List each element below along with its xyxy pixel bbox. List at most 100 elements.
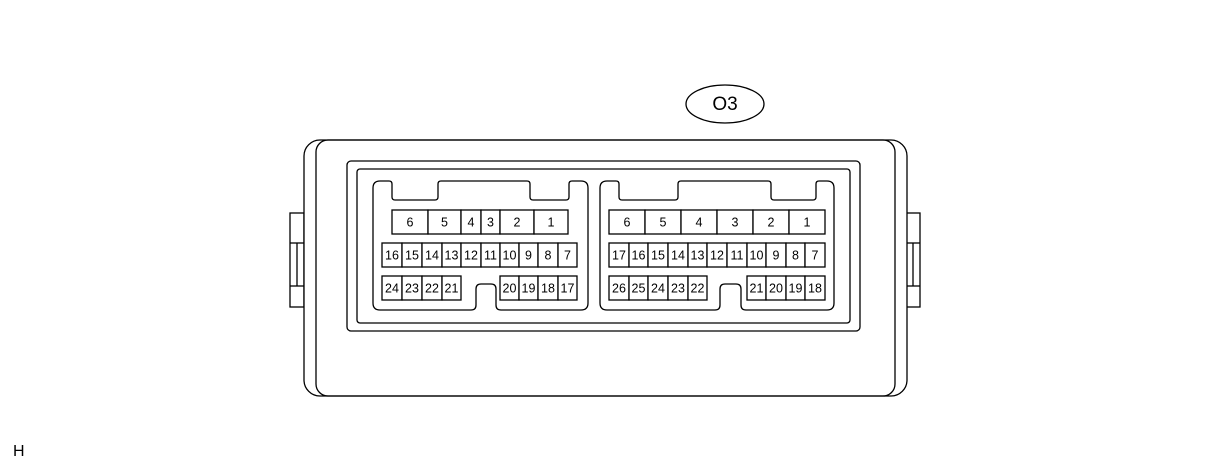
pin-label: 14 bbox=[671, 249, 685, 263]
pin-label: 21 bbox=[445, 282, 459, 296]
left-side-latch bbox=[289, 212, 305, 308]
pin-label: 11 bbox=[484, 249, 497, 263]
pin-label: 13 bbox=[691, 249, 705, 263]
pin-label: 1 bbox=[804, 216, 811, 230]
pin-left-20: 20 bbox=[499, 275, 520, 301]
pin-label: 2 bbox=[514, 216, 521, 230]
pin-left-22: 22 bbox=[421, 275, 443, 301]
connector-id-label: O3 bbox=[712, 94, 737, 115]
pin-label: 16 bbox=[632, 249, 646, 263]
pin-label: 11 bbox=[731, 249, 744, 263]
pin-cell bbox=[788, 209, 826, 235]
pin-label: 2 bbox=[768, 216, 775, 230]
pin-cell bbox=[716, 209, 754, 235]
mating-face-outer bbox=[346, 160, 861, 332]
pin-right-8: 8 bbox=[785, 242, 806, 268]
pin-right-17: 17 bbox=[608, 242, 630, 268]
pin-left-12: 12 bbox=[460, 242, 482, 268]
pin-cell bbox=[804, 275, 826, 301]
pin-left-2: 2 bbox=[499, 209, 535, 235]
pin-left-13: 13 bbox=[441, 242, 462, 268]
pin-label: 6 bbox=[407, 216, 414, 230]
pin-cell bbox=[687, 275, 708, 301]
pin-cell bbox=[441, 275, 462, 301]
pin-label: 25 bbox=[632, 282, 646, 296]
pin-left-21: 21 bbox=[441, 275, 462, 301]
pin-label: 6 bbox=[624, 216, 631, 230]
connector-id-ellipse bbox=[685, 84, 765, 124]
pin-label: 4 bbox=[696, 216, 703, 230]
pin-right-6: 6 bbox=[608, 209, 646, 235]
pin-left-8: 8 bbox=[537, 242, 559, 268]
housing-inner bbox=[315, 139, 896, 397]
pin-label: 19 bbox=[789, 282, 803, 296]
right-cavity-block bbox=[599, 180, 835, 311]
corner-code-label: H bbox=[13, 443, 25, 460]
pin-label: 4 bbox=[468, 216, 475, 230]
pin-right-13: 13 bbox=[687, 242, 708, 268]
pin-label: 19 bbox=[522, 282, 536, 296]
pin-right-14: 14 bbox=[667, 242, 689, 268]
pin-label: 16 bbox=[385, 249, 399, 263]
pin-label: 13 bbox=[445, 249, 459, 263]
pin-left-24: 24 bbox=[381, 275, 403, 301]
pin-label: 18 bbox=[541, 282, 555, 296]
pin-cell bbox=[533, 209, 569, 235]
pin-label: 8 bbox=[545, 249, 552, 263]
pin-right-25: 25 bbox=[628, 275, 649, 301]
pin-label: 9 bbox=[773, 249, 780, 263]
pin-right-9: 9 bbox=[765, 242, 787, 268]
pin-right-3: 3 bbox=[716, 209, 754, 235]
pin-cell bbox=[557, 275, 578, 301]
pin-label: 21 bbox=[750, 282, 764, 296]
pin-left-17: 17 bbox=[557, 275, 578, 301]
pin-left-15: 15 bbox=[401, 242, 423, 268]
pin-left-1: 1 bbox=[533, 209, 569, 235]
pin-right-7: 7 bbox=[804, 242, 826, 268]
pin-label: 7 bbox=[564, 249, 571, 263]
pin-cell bbox=[557, 242, 578, 268]
pin-right-18: 18 bbox=[804, 275, 826, 301]
pin-left-19: 19 bbox=[518, 275, 539, 301]
housing-outer bbox=[303, 139, 908, 397]
pin-label: 3 bbox=[487, 216, 494, 230]
pin-cell bbox=[391, 209, 429, 235]
pin-label: 18 bbox=[808, 282, 822, 296]
pin-label: 3 bbox=[732, 216, 739, 230]
pin-label: 20 bbox=[503, 282, 517, 296]
pin-right-16: 16 bbox=[628, 242, 649, 268]
pin-left-3: 3 bbox=[480, 209, 501, 235]
right-side-latch bbox=[905, 212, 921, 308]
pin-right-1: 1 bbox=[788, 209, 826, 235]
pin-right-10: 10 bbox=[746, 242, 767, 268]
pin-left-4: 4 bbox=[460, 209, 482, 235]
pin-left-16: 16 bbox=[381, 242, 403, 268]
left-cavity-block bbox=[372, 180, 589, 311]
pin-label: 12 bbox=[710, 249, 724, 263]
pin-label: 14 bbox=[425, 249, 439, 263]
pin-label: 15 bbox=[405, 249, 419, 263]
pin-label: 5 bbox=[660, 216, 667, 230]
pin-right-22: 22 bbox=[687, 275, 708, 301]
pin-right-4: 4 bbox=[680, 209, 718, 235]
pin-right-19: 19 bbox=[785, 275, 806, 301]
pin-left-23: 23 bbox=[401, 275, 423, 301]
pin-right-11: 11 bbox=[726, 242, 748, 268]
pin-left-9: 9 bbox=[518, 242, 539, 268]
pin-label: 22 bbox=[425, 282, 439, 296]
pin-label: 26 bbox=[612, 282, 626, 296]
pin-label: 12 bbox=[464, 249, 478, 263]
pin-label: 10 bbox=[503, 249, 517, 263]
pin-right-12: 12 bbox=[706, 242, 728, 268]
pin-label: 9 bbox=[525, 249, 532, 263]
pin-label: 17 bbox=[612, 249, 626, 263]
pin-left-11: 11 bbox=[480, 242, 501, 268]
pin-right-2: 2 bbox=[752, 209, 790, 235]
pin-right-23: 23 bbox=[667, 275, 689, 301]
pin-left-7: 7 bbox=[557, 242, 578, 268]
pin-label: 15 bbox=[651, 249, 665, 263]
pin-left-18: 18 bbox=[537, 275, 559, 301]
mating-face-inner bbox=[356, 168, 851, 324]
